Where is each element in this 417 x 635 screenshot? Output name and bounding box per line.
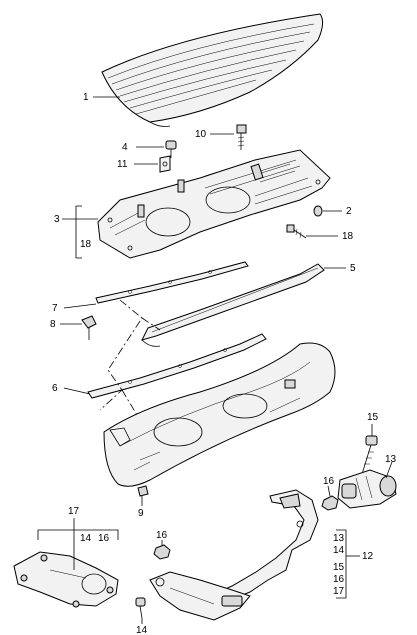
callout-17-sub-14: 14 bbox=[80, 533, 92, 544]
part-3-grille-frame bbox=[97, 149, 331, 259]
callout-9: 9 bbox=[138, 508, 144, 519]
callout-12-sub-16: 16 bbox=[333, 574, 345, 585]
part-5-seal-strip bbox=[141, 263, 325, 347]
part-10-bolt bbox=[236, 124, 247, 150]
callout-16-left: 16 bbox=[156, 530, 168, 541]
part-13-motor bbox=[337, 469, 397, 509]
part-12-linkage-assembly bbox=[149, 489, 319, 621]
part-18-screw bbox=[286, 224, 307, 239]
callout-12-sub-15: 15 bbox=[333, 562, 345, 573]
part-17-hinge-bracket bbox=[13, 551, 119, 608]
callout-7: 7 bbox=[52, 303, 58, 314]
callout-16-right: 16 bbox=[323, 476, 335, 487]
callout-3: 3 bbox=[54, 214, 60, 225]
part-9-clip bbox=[137, 485, 149, 497]
part-15-bolt bbox=[361, 435, 378, 475]
engine-lid-panel bbox=[103, 342, 336, 487]
part-7-trim-strip bbox=[95, 261, 249, 304]
callout-6: 6 bbox=[52, 383, 58, 394]
part-11-bracket bbox=[159, 155, 171, 173]
callout-12: 12 bbox=[362, 551, 374, 562]
part-16-nut-left bbox=[153, 544, 171, 560]
callout-17-sub-16: 16 bbox=[98, 533, 110, 544]
callout-18: 18 bbox=[342, 231, 354, 242]
callout-3-sub-18: 18 bbox=[80, 239, 92, 250]
callout-17: 17 bbox=[68, 506, 80, 517]
callout-12-sub-14: 14 bbox=[333, 545, 345, 556]
callout-15: 15 bbox=[367, 412, 379, 423]
callout-12-sub-13: 13 bbox=[333, 533, 345, 544]
callout-13: 13 bbox=[385, 454, 397, 465]
callout-5: 5 bbox=[350, 263, 356, 274]
part-2-grommet bbox=[313, 205, 323, 217]
part-8-clip bbox=[81, 315, 97, 340]
part-1-louvered-grille bbox=[101, 13, 324, 127]
callout-8: 8 bbox=[50, 319, 56, 330]
callout-4: 4 bbox=[122, 142, 128, 153]
callout-11: 11 bbox=[117, 159, 128, 170]
callout-12-sub-17: 17 bbox=[333, 586, 345, 597]
callout-2: 2 bbox=[346, 206, 352, 217]
part-14-bolt bbox=[135, 597, 146, 619]
callout-1: 1 bbox=[83, 92, 89, 103]
part-16-nut-right bbox=[321, 495, 339, 511]
callout-10: 10 bbox=[195, 129, 207, 140]
part-6-lower-strip bbox=[87, 333, 267, 399]
part-4-clip bbox=[165, 140, 177, 158]
callout-14-bottom: 14 bbox=[136, 625, 148, 635]
